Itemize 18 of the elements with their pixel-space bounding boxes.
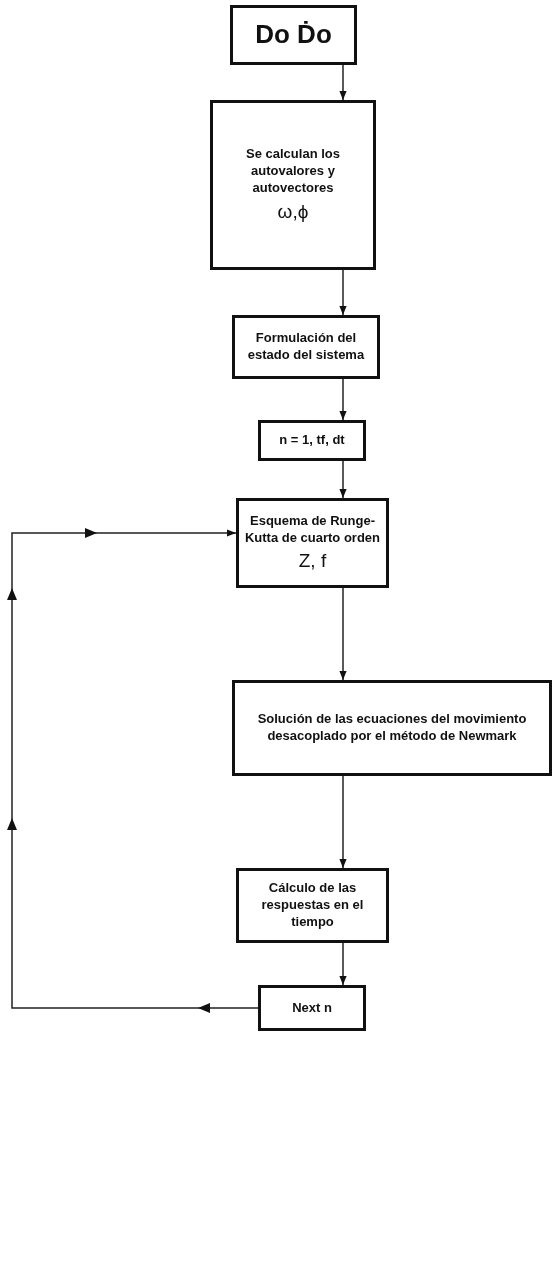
process-box	[236, 868, 389, 943]
process-box	[258, 420, 366, 461]
step-label: Next n	[292, 999, 332, 1017]
symbol-label: ω,ϕ	[277, 200, 309, 224]
step-label: Esquema de Runge-Kutta de cuarto orden	[243, 512, 382, 547]
step-label: Do Ḋo	[255, 18, 332, 52]
symbol-label: Z, f	[298, 550, 327, 574]
step-label: Se calculan los autovalores y autovectores	[245, 146, 341, 197]
process-box	[232, 680, 552, 776]
process-box	[236, 498, 389, 588]
process-box	[210, 100, 376, 270]
step-label: n = 1, tf, dt	[279, 432, 345, 449]
process-box	[232, 315, 380, 379]
step-label: Formulación del estado del sistema	[246, 330, 366, 364]
process-box	[258, 985, 366, 1031]
step-label: Cálculo de las respuestas en el tiempo	[260, 880, 365, 931]
process-box	[230, 5, 357, 65]
step-label: Solución de las ecuaciones del movimiento desacoplado por el método de Newmark	[256, 711, 528, 745]
